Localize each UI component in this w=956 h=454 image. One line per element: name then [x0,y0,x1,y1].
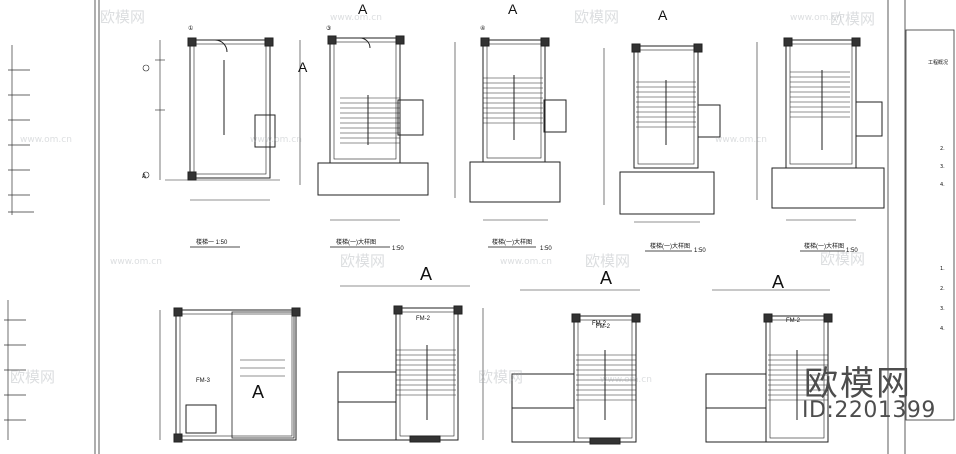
stair-plan-1 [142,37,280,201]
watermark-brand: 欧模网 [585,252,630,270]
watermark-brand: 欧模网 [830,10,875,28]
watermark-brand: 欧模网 [574,8,619,26]
watermark-brand: 欧模网 [478,368,523,386]
notes-heading: 工程概况 [928,59,948,66]
right-notes-panel: 工程概况 2. 3. 4. 1. 2. 3. 4. [928,59,948,332]
watermark-brand: 欧模网 [10,368,55,386]
door-label: FM-2 [416,316,431,322]
watermark-url: www.om.cn [250,135,302,145]
title-plan-3: 楼梯(一)大样图 [492,238,532,246]
notes-item: 4. [940,182,945,188]
title-plan-4: 楼梯(一)大样图 [650,242,690,250]
watermark-url: www.om.cn [330,13,382,23]
scale-plan-3: 1:50 [540,246,552,252]
notes-item: 1. [940,266,945,272]
axis-mark: ① [188,25,193,32]
axis-mark: ④ [480,25,485,32]
left-elevation [4,45,34,440]
scale-plan-4: 1:50 [694,248,706,254]
axis-marks: ① ③ ④ A [142,25,485,180]
watermark-url: www.om.cn [110,257,162,267]
door-label: FM-2 [592,321,607,327]
watermark-url: www.om.cn [600,375,652,385]
section-mark: A [772,272,784,292]
notes-item: 2. [940,286,945,292]
door-label: FM-2 [786,318,801,324]
scale-plan-2: 1:50 [392,246,404,252]
axis-mark: ③ [326,25,331,32]
section-mark: A [358,1,368,17]
notes-item: 2. [940,146,945,152]
watermark-url: www.om.cn [790,13,842,23]
stair-plan-8 [511,289,641,445]
title-plan-2: 楼梯(一)大样图 [336,238,376,246]
stair-plan-3 [454,37,567,221]
section-mark: A [508,1,518,17]
section-mark: A [420,264,432,284]
stair-plan-6 [159,307,301,443]
sheet-frame [94,0,955,454]
stair-plan-5 [756,37,885,221]
section-mark: A [600,268,612,288]
notes-item: 4. [940,326,945,332]
door-label: FM-3 [196,378,211,384]
watermark-brand: 欧模网 [340,252,385,270]
top-titles: 楼梯一 1:50 楼梯(一)大样图 1:50 楼梯(一)大样图 1:50 楼梯(… [196,238,858,254]
section-mark: A [252,382,264,402]
section-mark: A [658,7,668,23]
stair-plan-7 [337,285,484,443]
section-marks-top: A A A A [298,1,668,75]
watermark-layer: 欧模网 欧模网 欧模网 欧模网 欧模网 欧模网 欧模网 欧模网 www.om.c… [10,8,875,386]
title-plan-5: 楼梯(一)大样图 [804,242,844,250]
bottom-labels: FM-3 FM-2 FM-2 FM-2 FM-2 [196,316,801,384]
door-label: FM-2 [596,324,611,330]
stair-plan-2 [299,35,429,221]
section-mark: A [298,59,308,75]
watermark-url: www.om.cn [715,135,767,145]
watermark-brand: 欧模网 [820,250,865,268]
axis-mark: A [142,173,147,180]
watermark-brand: 欧模网 [100,8,145,26]
stair-plan-4 [603,43,721,223]
title-underlines [190,246,845,252]
watermark-url: www.om.cn [500,257,552,267]
notes-item: 3. [940,306,945,312]
watermark-url: www.om.cn [20,135,72,145]
stair-plan-9 [705,289,833,443]
notes-item: 3. [940,164,945,170]
title-plan-1: 楼梯一 1:50 [196,238,228,246]
section-marks-bottom: A A A A [252,264,784,402]
scale-plan-5: 1:50 [846,248,858,254]
